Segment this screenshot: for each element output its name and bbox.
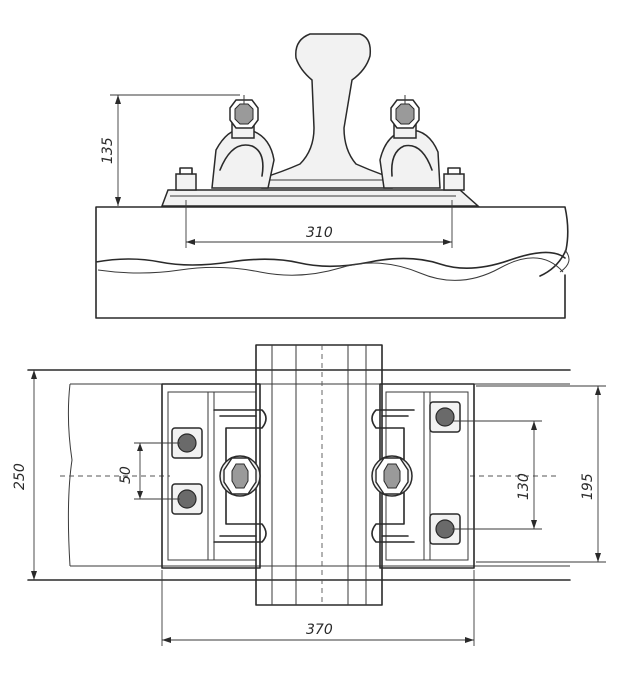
dimension-310: 310 xyxy=(185,200,453,248)
dimension-370: 370 xyxy=(161,570,475,646)
dimension-310-label: 310 xyxy=(306,225,333,241)
right-spring-clip-plan xyxy=(371,409,415,543)
dimension-130-label: 130 xyxy=(516,473,532,500)
left-bolt-lower xyxy=(171,483,203,515)
dimension-195-label: 195 xyxy=(580,473,596,500)
sleeper-plan-view xyxy=(27,369,571,581)
dimension-50: 50 xyxy=(118,442,180,500)
left-bolt-upper xyxy=(171,427,203,459)
dimension-195: 195 xyxy=(476,385,606,563)
dimension-250-label: 250 xyxy=(12,463,28,490)
dimension-50-label: 50 xyxy=(118,466,134,484)
dimension-135: 135 xyxy=(100,94,240,206)
plan-view: 250 50 130 195 xyxy=(12,344,606,646)
right-bolt-upper xyxy=(429,401,461,433)
cross-section-view: 135 310 xyxy=(95,33,570,319)
right-clip-section xyxy=(379,95,441,189)
dimension-370-label: 370 xyxy=(306,622,333,638)
dimension-135-label: 135 xyxy=(100,137,116,164)
dimension-250: 250 xyxy=(12,370,37,580)
right-anchor-bolt xyxy=(443,167,465,191)
left-clip-section xyxy=(211,95,275,189)
left-anchor-bolt xyxy=(175,167,197,191)
left-spring-clip-plan xyxy=(213,409,267,543)
dimension-130: 130 xyxy=(452,420,542,530)
sleeper-top-view xyxy=(95,206,569,319)
rail-section xyxy=(261,33,393,189)
base-plate-section xyxy=(160,189,480,207)
